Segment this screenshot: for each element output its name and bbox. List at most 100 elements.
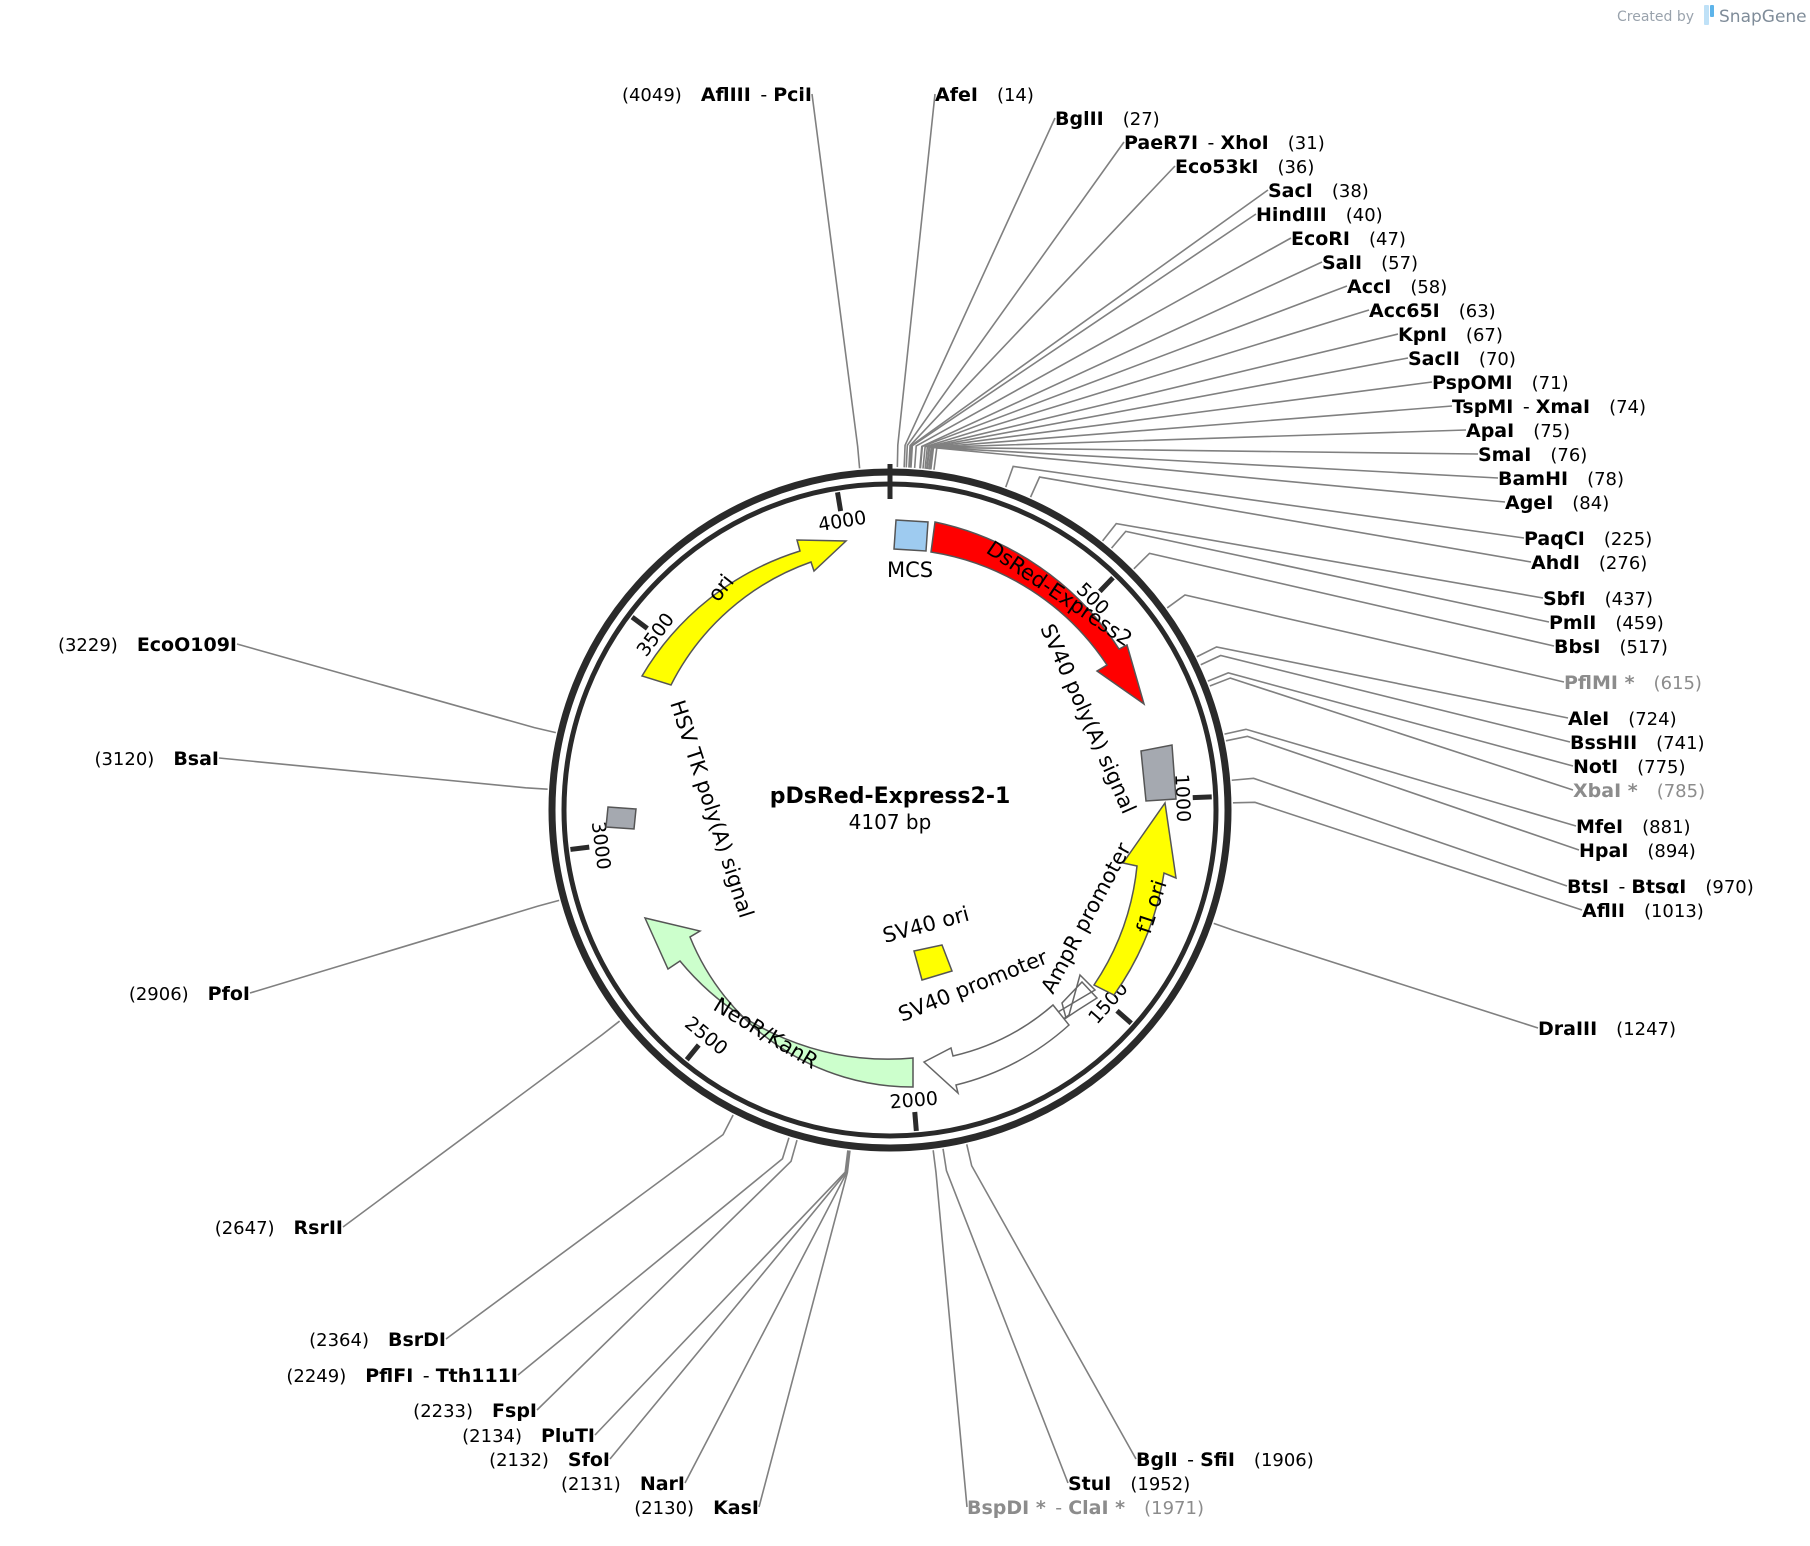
leader-line-ahdi [1029, 476, 1532, 563]
restriction-site-label[interactable]: SalI (57) [1322, 252, 1418, 274]
restriction-site-label[interactable]: EcoRI (47) [1291, 228, 1406, 250]
leader-line-mfei [1224, 728, 1577, 827]
restriction-site-label[interactable]: DraIII (1247) [1538, 1018, 1676, 1040]
leader-line-bsshii [1200, 654, 1571, 743]
feature-neor-kanr-arrow[interactable] [643, 916, 914, 1088]
leader-line-pfoi [249, 899, 560, 994]
enzyme-name: SacI [1268, 180, 1313, 202]
tick-mark-3000 [570, 844, 590, 852]
snapgene-credit[interactable]: Created by SnapGene [1617, 5, 1807, 27]
tick-mark-3500 [630, 615, 649, 631]
feature-hsv-tk-polya-box[interactable] [605, 806, 637, 830]
spacer [473, 1400, 492, 1422]
restriction-site-label[interactable]: SacI (38) [1268, 180, 1369, 202]
restriction-site-label[interactable]: (2131) NarI [561, 1473, 685, 1495]
restriction-site-label[interactable]: NotI (775) [1573, 756, 1686, 778]
enzyme-name: DraIII [1538, 1018, 1597, 1040]
restriction-site-label[interactable]: AflII (1013) [1582, 900, 1704, 922]
spacer [118, 634, 137, 656]
restriction-site-label[interactable]: HindIII (40) [1256, 204, 1383, 226]
restriction-site-label[interactable]: BspDI * - ClaI * (1971) [967, 1497, 1204, 1519]
restriction-site-label[interactable]: Acc65I (63) [1369, 300, 1496, 322]
enzyme-name: ApaI [1466, 420, 1514, 442]
site-position: (2364) [309, 1330, 369, 1351]
feature-mcs[interactable] [893, 519, 929, 552]
feature-ori-arrow[interactable] [640, 539, 848, 686]
enzyme-name: BssHII [1570, 732, 1637, 754]
spacer [275, 1217, 294, 1239]
spacer [1638, 780, 1657, 802]
restriction-site-label[interactable]: BamHI (78) [1498, 468, 1624, 490]
restriction-site-label[interactable]: (2906) PfoI [129, 983, 250, 1005]
leader-line-hpai [1225, 735, 1580, 851]
restriction-site-label[interactable]: HpaI (894) [1579, 840, 1696, 862]
restriction-site-label[interactable]: PmlI (459) [1549, 612, 1664, 634]
site-position: (14) [997, 85, 1034, 106]
restriction-site-label[interactable]: ApaI (75) [1466, 420, 1570, 442]
restriction-site-label[interactable]: (2249) PflFI - Tth111I [286, 1365, 518, 1387]
enzyme-name: AgeI [1505, 492, 1553, 514]
site-position: (1247) [1616, 1019, 1676, 1040]
site-position: (615) [1654, 673, 1702, 694]
leader-line-bglii [903, 117, 1056, 468]
restriction-site-label[interactable]: AccI (58) [1347, 276, 1447, 298]
restriction-site-label[interactable]: PaqCI (225) [1524, 528, 1652, 550]
restriction-site-label[interactable]: StuI (1952) [1068, 1473, 1190, 1495]
restriction-site-label[interactable]: (4049) AflIII - PciI [622, 84, 812, 106]
leader-line-xbai [1209, 677, 1574, 791]
spacer [1625, 900, 1644, 922]
restriction-site-label[interactable]: PspOMI (71) [1432, 372, 1569, 394]
restriction-site-label[interactable]: (2233) FspI [413, 1400, 537, 1422]
plasmid-title: pDsRed-Express2-1 4107 bp [770, 784, 1011, 834]
restriction-site-label[interactable]: BssHII (741) [1570, 732, 1705, 754]
restriction-site-label[interactable]: PflMI * (615) [1564, 672, 1702, 694]
restriction-site-label[interactable]: XbaI * (785) [1573, 780, 1705, 802]
feature-sv40-polya-box[interactable] [1140, 744, 1177, 802]
restriction-site-label[interactable]: Eco53kI (36) [1175, 156, 1314, 178]
restriction-site-label[interactable]: (2130) KasI [634, 1497, 759, 1519]
feature-sv40-ori-box[interactable] [913, 944, 953, 981]
spacer [1391, 276, 1410, 298]
spacer [1597, 1018, 1616, 1040]
enzyme-name: BsrDI [388, 1329, 446, 1351]
restriction-site-label[interactable]: BbsI (517) [1554, 636, 1668, 658]
site-position: (31) [1288, 133, 1325, 154]
restriction-site-label[interactable]: PaeR7I - XhoI (31) [1124, 132, 1325, 154]
feature-dsred-express2-arrow[interactable] [930, 521, 1146, 706]
feature-label-hsv-tk-polya: HSV TK poly(A) signal [665, 697, 758, 921]
restriction-site-label[interactable]: SbfI (437) [1543, 588, 1653, 610]
enzyme-name: SfoI [568, 1449, 610, 1471]
restriction-site-label[interactable]: SmaI (76) [1478, 444, 1587, 466]
enzyme-name: XmaI [1536, 396, 1590, 418]
restriction-site-label[interactable]: TspMI - XmaI (74) [1452, 396, 1646, 418]
restriction-site-label[interactable]: AgeI (84) [1505, 492, 1609, 514]
feature-sv40-promoter-arrow[interactable] [922, 1003, 1071, 1096]
restriction-site-label[interactable]: AfeI (14) [935, 84, 1034, 106]
restriction-site-label[interactable]: SacII (70) [1408, 348, 1516, 370]
restriction-site-label[interactable]: BtsI - BtsαI (970) [1567, 876, 1754, 898]
enzyme-name: XbaI * [1573, 780, 1638, 802]
restriction-site-label[interactable]: (2647) RsrII [215, 1217, 343, 1239]
restriction-site-label[interactable]: (2364) BsrDI [309, 1329, 446, 1351]
spacer [1125, 1497, 1144, 1519]
restriction-site-label[interactable]: KpnI (67) [1398, 324, 1503, 346]
restriction-site-label[interactable]: (3120) BsaI [94, 748, 219, 770]
restriction-site-label[interactable]: BglI - SfiI (1906) [1136, 1449, 1314, 1471]
restriction-site-label[interactable]: MfeI (881) [1576, 816, 1691, 838]
restriction-site-label[interactable]: (3229) EcoO109I [58, 634, 237, 656]
restriction-site-label[interactable]: (2134) PluTI [462, 1425, 595, 1447]
leader-line-agei [933, 447, 1506, 503]
site-position: (74) [1609, 397, 1646, 418]
restriction-site-label[interactable]: (2132) SfoI [489, 1449, 610, 1471]
enzyme-separator: - [1046, 1497, 1068, 1519]
features [605, 519, 1177, 1096]
restriction-site-label[interactable]: AleI (724) [1568, 708, 1677, 730]
leader-line-sfoi [609, 1150, 850, 1460]
restriction-site-label[interactable]: AhdI (276) [1531, 552, 1647, 574]
feature-f1-ori-arrow[interactable] [1092, 801, 1177, 996]
restriction-site-label[interactable]: BglII (27) [1055, 108, 1160, 130]
leader-line-btsi [1231, 777, 1568, 887]
enzyme-name: RsrII [294, 1217, 343, 1239]
spacer [1600, 636, 1619, 658]
snapgene-logo-icon-accent [1710, 5, 1714, 17]
